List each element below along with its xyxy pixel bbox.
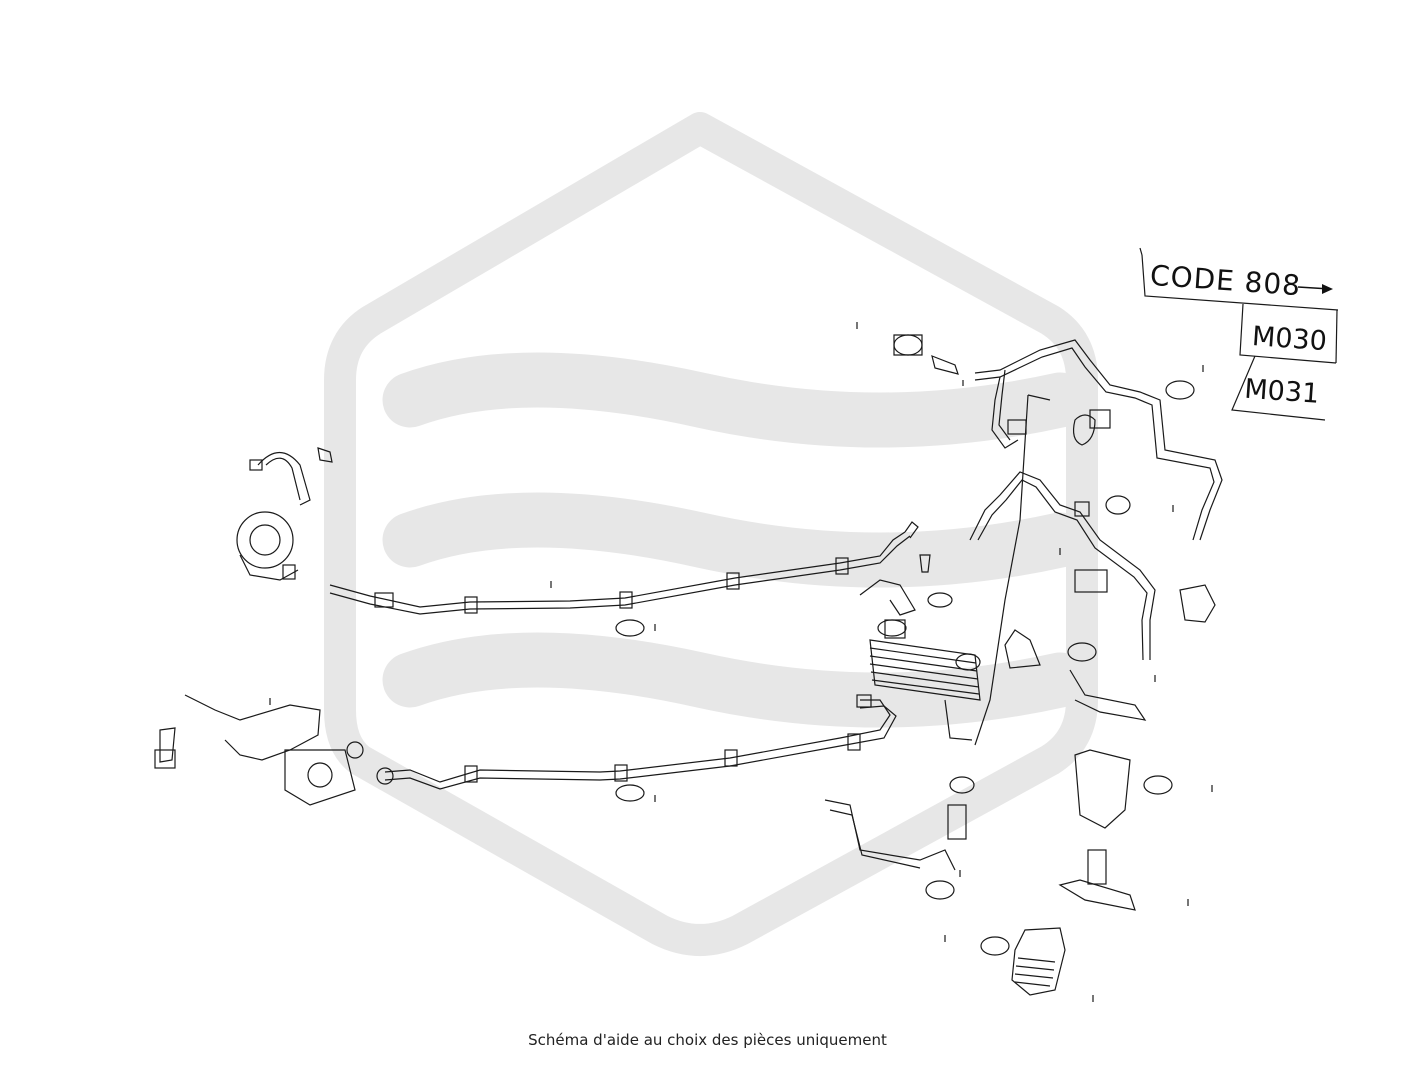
upper-right-hose (974, 339, 1223, 541)
code-row-m031: M031 (1243, 373, 1321, 410)
middle-right-hose (969, 471, 1156, 661)
watermark-logo (324, 112, 1098, 956)
oil-cooler (869, 394, 1051, 746)
lower-coolant-hose (376, 694, 897, 790)
diagram-caption: Schéma d'aide au choix des pièces unique… (528, 1031, 887, 1049)
leader-marks (269, 322, 1213, 1002)
code-box-lines (1139, 247, 1339, 421)
brackets-and-washers (615, 334, 1216, 996)
code-label-box: CODE 808 M030 M031 (1127, 248, 1339, 442)
code-row-m030: M030 (1251, 321, 1328, 358)
upper-coolant-hose (329, 521, 919, 615)
water-pump (236, 447, 333, 581)
code-arrow-icon (1297, 284, 1333, 294)
code-title: CODE 808 (1148, 258, 1303, 303)
thermostat-housing (154, 694, 364, 806)
